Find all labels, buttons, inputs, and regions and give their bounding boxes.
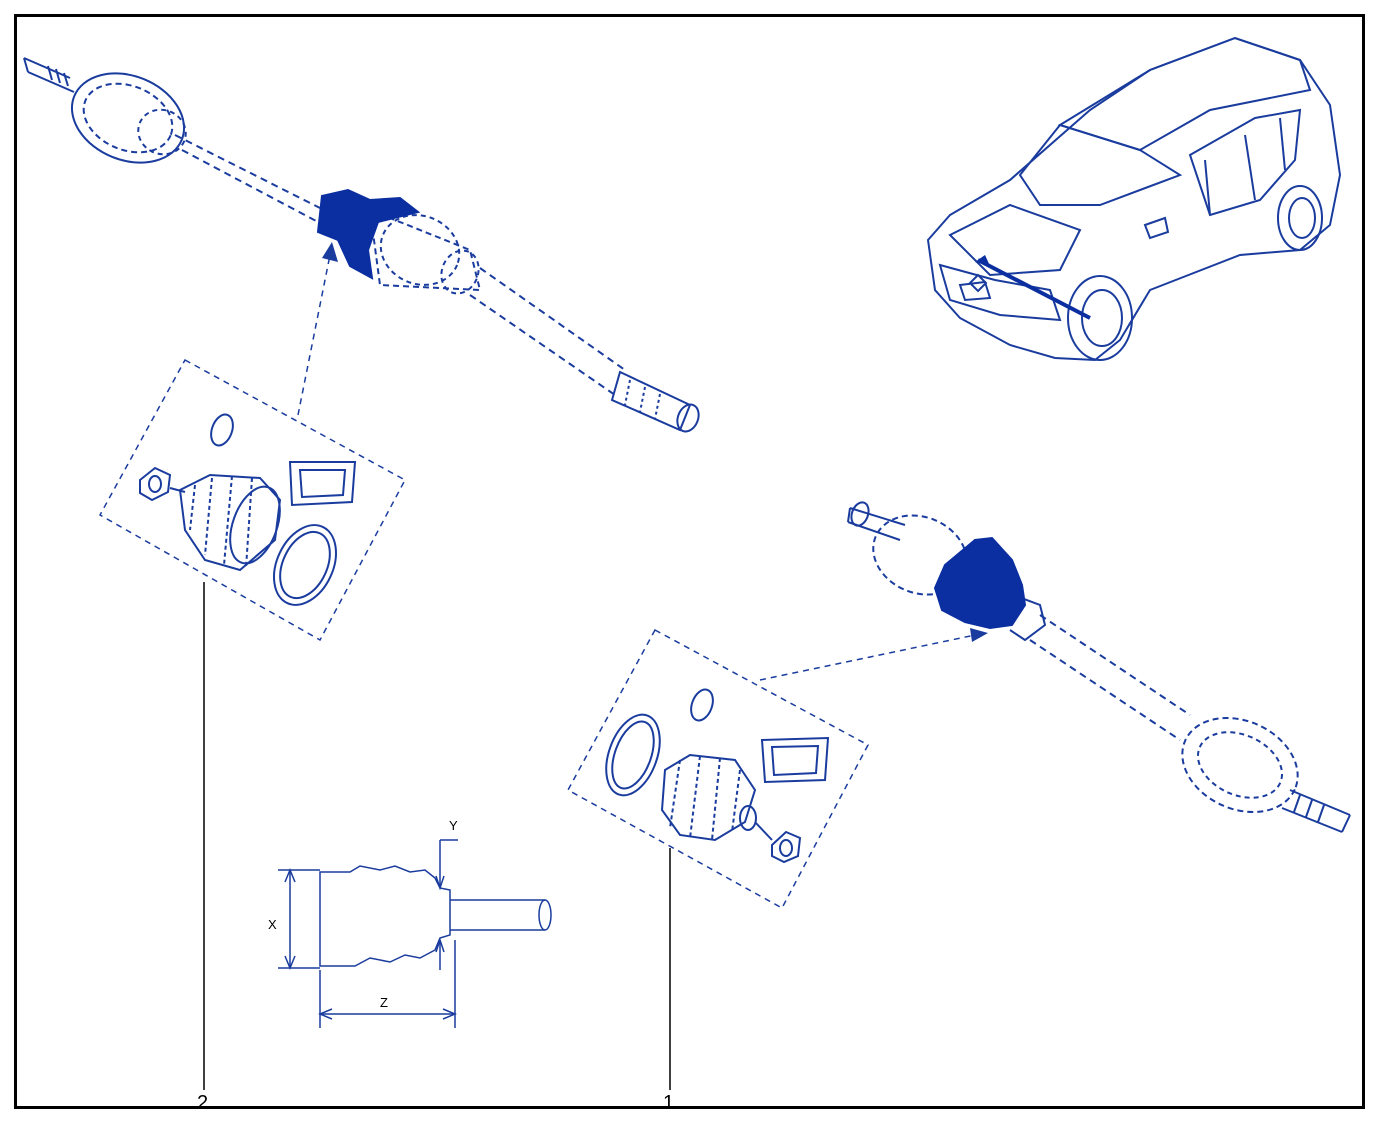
callout-2: 2 xyxy=(197,1092,209,1114)
dimension-label-x: X xyxy=(268,917,277,932)
highlighted-boot-upper xyxy=(316,188,421,280)
callout-leaders xyxy=(203,582,671,1090)
dimension-label-y: Y xyxy=(449,818,458,833)
dimension-label-z: Z xyxy=(380,995,388,1010)
kit-2-parts xyxy=(139,413,357,606)
kit-1-box xyxy=(566,628,988,910)
callout-1: 1 xyxy=(663,1092,675,1114)
highlighted-boot-right xyxy=(933,536,1027,630)
car-illustration xyxy=(926,36,1342,362)
dimension-detail xyxy=(278,839,552,1028)
driveshaft-upper-left xyxy=(23,57,700,433)
kit-2-box xyxy=(98,242,407,642)
car-shaft-indicator xyxy=(975,255,1091,320)
kit-1-parts xyxy=(605,688,830,864)
driveshaft-right xyxy=(847,501,1351,833)
